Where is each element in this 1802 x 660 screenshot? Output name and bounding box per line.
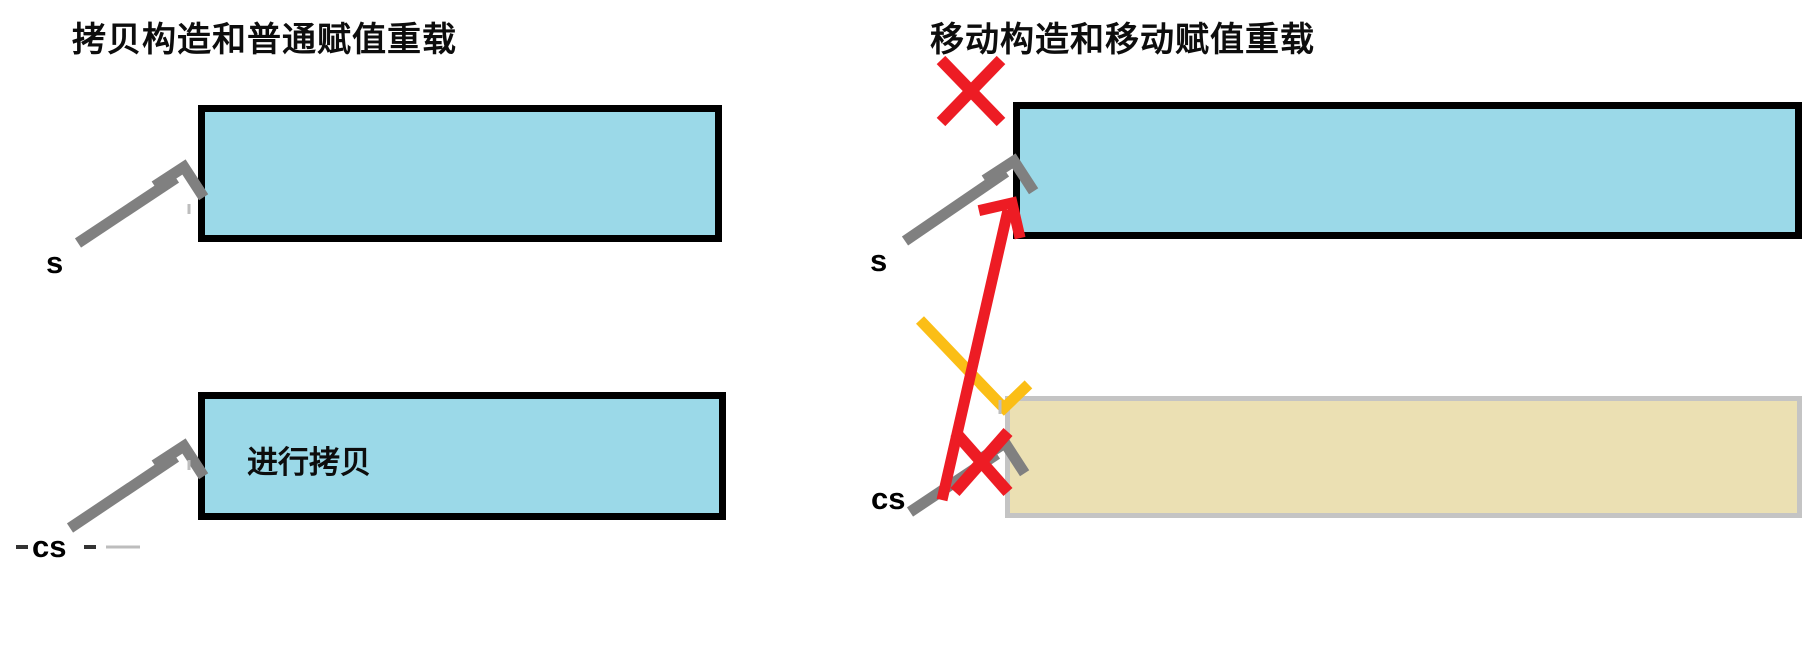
right-arrow-overlay <box>901 55 1039 517</box>
left-arrow-overlay <box>16 159 209 549</box>
panel-move-semantics: 移动构造和移动赋值重载 s cs <box>870 0 1802 660</box>
pointer-label-s: s <box>46 245 64 280</box>
red-x-upper-icon <box>936 55 1006 127</box>
source-object-box <box>198 105 722 242</box>
panel-copy-semantics: 拷贝构造和普通赋值重载 进行拷贝 s cs <box>0 0 900 660</box>
copied-object-label: 进行拷贝 <box>247 445 371 480</box>
pointer-label-cs: cs <box>32 529 67 564</box>
pointer-label-s: s <box>870 243 888 278</box>
panel-title-copy-semantics: 拷贝构造和普通赋值重载 <box>72 21 457 59</box>
panel-title-move-semantics: 移动构造和移动赋值重载 <box>930 21 1315 59</box>
source-object-box <box>1013 102 1802 239</box>
red-x-lower-icon <box>950 428 1013 496</box>
pointer-label-cs: cs <box>871 481 906 516</box>
moved-resource-box <box>1005 396 1802 518</box>
s-to-source-arrow-icon <box>74 159 209 248</box>
s-to-tan-arrow-icon <box>916 316 1033 416</box>
cs-to-copy-arrow-icon <box>66 438 209 533</box>
copied-object-box: 进行拷贝 <box>198 392 726 520</box>
